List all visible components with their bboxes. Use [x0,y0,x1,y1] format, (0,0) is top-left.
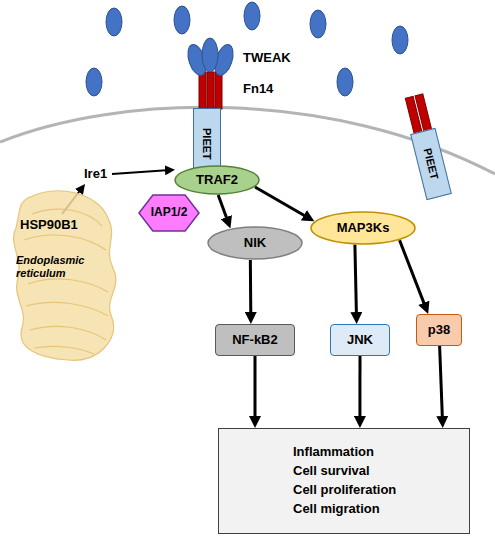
ligand [392,26,408,54]
ligand [337,68,353,96]
outcome-text: Cell proliferation [293,483,396,498]
receptor-bar [199,72,206,109]
receptor-label: Fn14 [243,81,273,96]
ligand [174,6,190,34]
protein-label: HSP90B1 [20,217,78,232]
node-text: MAP3Ks [337,221,390,236]
protein-box: NF-kB2 [215,324,295,356]
protein-ellipse: TRAF2 [174,165,260,195]
node-text: JNK [347,333,373,348]
ligand [244,2,260,30]
activation-arrow [358,356,361,422]
fn14-receptor-unbound [405,94,431,134]
er-outline [14,191,116,360]
activation-arrow [255,187,309,218]
node-text: IAP1/2 [151,206,188,220]
protein-ellipse: MAP3Ks [310,211,416,245]
outcome-text: Cell migration [293,502,380,517]
protein-hexagon: IAP1/2 [138,194,200,232]
er-fold [34,346,94,354]
organelle-shape: Endoplasmic reticulum [8,188,120,366]
er-fold [24,235,106,250]
node-text: PIEET [421,147,441,181]
er-fold [26,302,108,316]
ellipse-outline [208,227,302,259]
ligand [310,10,326,38]
er-fold [28,279,108,292]
text-holder: Endoplasmic reticulum [16,254,86,279]
er-fold [30,326,106,340]
domain-box: PIEET [410,128,452,200]
outcome-text: Cell survival [293,464,370,479]
receptor-bar [215,72,222,109]
protein-label: Ire1 [84,166,107,181]
ellipse-outline [311,212,415,244]
ligand [106,8,122,36]
outcome-box: InflammationCell survivalCell proliferat… [218,428,470,534]
activation-arrow [249,260,252,318]
activation-arrow [254,356,257,422]
bound-ligand [202,38,218,72]
ellipse-outline [175,166,259,194]
outcome-text: Inflammation [293,445,374,460]
activation-arrow [400,240,426,308]
node-text: Endoplasmic reticulum [16,254,86,279]
protein-ellipse: NIK [207,226,303,260]
activation-arrow [218,195,228,223]
node-text: NIK [244,236,266,251]
tweak-ligands [86,2,408,96]
node-text: p38 [428,323,450,338]
fn14-receptor [184,38,236,109]
ligand-label: TWEAK [243,50,291,65]
hexagon-outline [139,195,199,231]
node-text: NF-kB2 [232,333,278,348]
receptor-bar [207,72,214,109]
activation-arrow [440,346,443,422]
ligand [86,68,102,96]
protein-box: p38 [416,314,462,346]
activation-arrow [112,170,170,174]
node-text: PIEET [201,128,214,160]
receptor-bar [415,94,432,132]
node-text: TRAF2 [196,173,238,188]
activation-arrow [355,245,357,318]
protein-box: JNK [330,324,390,356]
